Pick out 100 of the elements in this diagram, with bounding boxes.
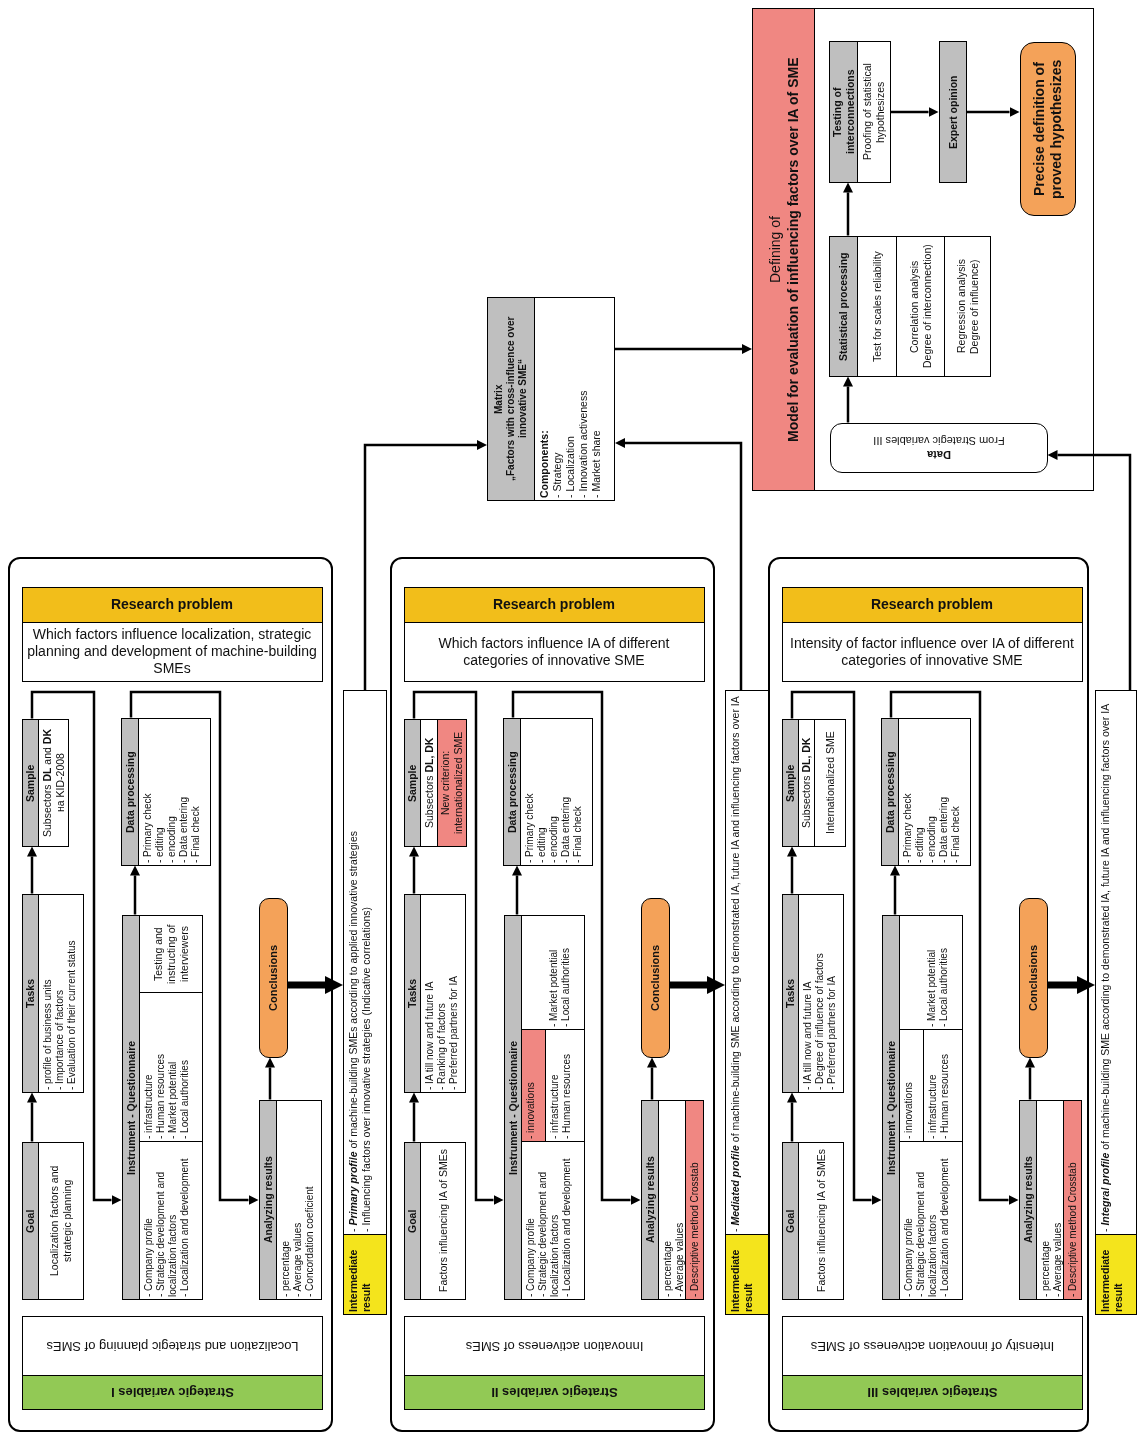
list-item: - percentage — [279, 1240, 292, 1297]
box-heading: Intermediate result — [347, 1248, 373, 1312]
data-processing-box — [502, 717, 593, 866]
arrow — [511, 690, 641, 1205]
box-heading: Sample — [405, 763, 419, 802]
model-panel — [752, 8, 1094, 491]
list-item: - profile of business units — [41, 978, 54, 1090]
box-heading: Instrument - Questionnaire — [506, 1039, 519, 1175]
list-item: - Local authorities — [559, 947, 572, 1027]
body-text: Data — [926, 447, 951, 462]
list-item: - Concordation coeficient — [303, 1185, 316, 1297]
list-item: - Human resources — [154, 1053, 167, 1139]
section-panel — [390, 557, 715, 1432]
research-problem-box — [21, 586, 323, 682]
list-item: - Final check — [189, 805, 202, 863]
arrow — [412, 690, 504, 1205]
body-text: Localization factors and strategic planning — [47, 1164, 74, 1278]
arrow — [890, 107, 939, 117]
body-text: From Strategic variables III — [872, 433, 1005, 448]
box-heading: Strategic variables II — [490, 1384, 618, 1400]
list-item: - percentage — [661, 1240, 674, 1297]
box-heading: Data processing — [123, 750, 136, 833]
section-panel — [8, 557, 333, 1432]
list-item: - Market potential — [547, 949, 560, 1027]
conclusions-box — [258, 897, 288, 1058]
box-heading: Analyzing results — [643, 1156, 656, 1243]
box-heading: Intermediate result — [1099, 1248, 1125, 1312]
arrow — [409, 1092, 419, 1142]
box-heading: Statistical processing — [836, 251, 850, 361]
list-item: - Company profile — [142, 1217, 155, 1297]
block-arrow — [1047, 976, 1095, 994]
arrow — [843, 376, 853, 423]
arrow — [409, 846, 419, 894]
list-item: - Market potential — [166, 1061, 179, 1139]
sample-box — [21, 718, 69, 847]
data-processing-box — [880, 717, 971, 866]
problem-text: Which factors influence IA of different categories of innovative SME — [437, 634, 671, 669]
box-heading: Tasks — [783, 978, 797, 1008]
arrow — [787, 1092, 797, 1142]
list-item: - infrastructure — [548, 1074, 561, 1139]
data-processing-box — [120, 717, 211, 866]
result-box — [1095, 690, 1137, 1315]
strategic-variables-box — [403, 1315, 705, 1410]
goal-box — [403, 1141, 466, 1300]
list-item: - Data entering — [937, 796, 950, 863]
list-item: - editing — [913, 826, 926, 863]
list-item: - Degree of influence of factors — [813, 952, 826, 1090]
result-text: - Primary profile of machine-building SMEs according to applied innovative strategies — [347, 831, 360, 1232]
arrow — [889, 690, 1019, 1205]
list-item: - innovations — [524, 1081, 537, 1139]
list-item: - Preferred partners for IA — [447, 975, 460, 1090]
list-item: Components: — [538, 430, 551, 498]
arrow — [615, 344, 752, 354]
tasks-box — [403, 893, 466, 1093]
body-text: Subsectors DL, DK — [422, 737, 435, 828]
expert-opinion-box — [938, 40, 967, 183]
body-text: Degree of interconnection) — [920, 244, 933, 368]
list-item: - Strategic development and localization factors — [154, 1170, 179, 1297]
list-item: - Innovation activeness — [577, 390, 590, 498]
list-item: - Human resources — [560, 1053, 573, 1139]
problem-text: Intensity of factor influence over IA of different categories of innovative SME — [789, 634, 1075, 669]
data-box — [829, 422, 1048, 473]
list-item: - infrastructure — [926, 1074, 939, 1139]
list-item: - Primary check — [523, 793, 536, 863]
box-heading: Data processing — [883, 750, 896, 833]
body-text: Factors influencing IA of SMEs — [814, 1149, 827, 1292]
list-item: - Localization and development — [560, 1158, 573, 1297]
list-item: - Local authorities — [178, 1059, 191, 1139]
arrow — [890, 865, 900, 915]
body-text: Factors influencing IA of SMEs — [436, 1149, 449, 1292]
box-heading: Instrument - Questionnaire — [124, 1039, 137, 1175]
matrix-box — [487, 297, 615, 501]
box-heading: Sample — [23, 763, 37, 802]
list-item: - Data entering — [177, 796, 190, 863]
box-heading: Strategic variables I — [110, 1384, 234, 1400]
list-item: - Primary check — [901, 793, 914, 863]
goal-box — [21, 1141, 84, 1300]
arrow — [1047, 450, 1132, 690]
strategic-variables-box — [21, 1315, 323, 1410]
body-text: Degree of influence) — [967, 258, 980, 354]
list-item: - Market potential — [925, 949, 938, 1027]
list-item: - infrastructure — [142, 1074, 155, 1139]
body-text: Internationalized SME — [823, 731, 836, 834]
box-heading: Research problem — [110, 596, 234, 613]
box-heading: Goal — [405, 1208, 419, 1233]
research-problem-box — [403, 586, 705, 682]
box-heading: Precise definition of proved hypothesizes — [1030, 57, 1065, 201]
list-item: - encoding — [925, 815, 938, 863]
box-heading: Testing of interconnections — [830, 68, 856, 156]
block-arrow — [287, 976, 343, 994]
list-item: - Average values — [291, 1222, 304, 1297]
box-heading: Strategic variables III — [866, 1384, 998, 1400]
body-text: Regression analysis — [954, 259, 967, 353]
body-text: Test for scales reliability — [870, 250, 883, 362]
goal-box — [781, 1141, 844, 1300]
box-heading: Conclusions — [648, 944, 662, 1011]
block-arrow — [669, 976, 725, 994]
arrow — [615, 438, 743, 690]
list-item: - Importance of factors — [53, 989, 66, 1090]
instrument-box — [503, 914, 585, 1300]
